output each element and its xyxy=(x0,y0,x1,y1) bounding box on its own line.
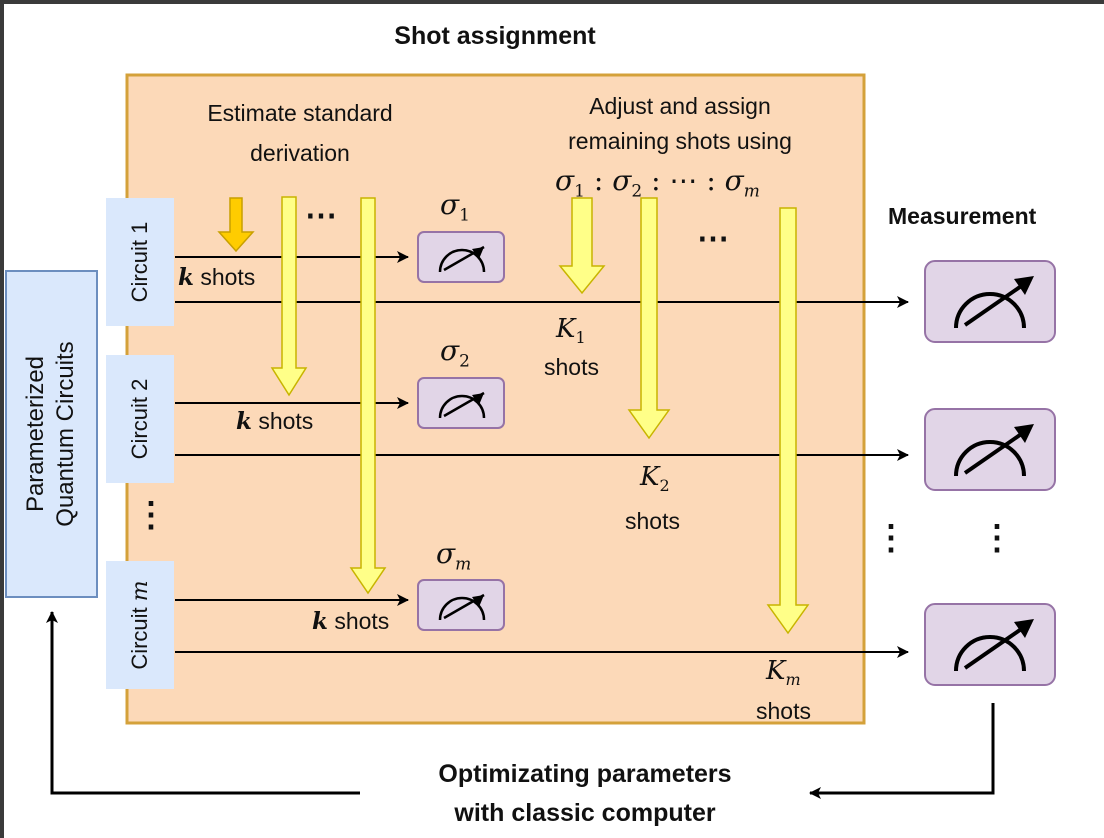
down-arrow-icon xyxy=(270,196,308,397)
optimize-label-line2: with classic computer xyxy=(454,799,716,827)
estimate-label-line1: Estimate standard xyxy=(207,100,393,126)
estimate-label-line2: derivation xyxy=(250,140,350,166)
meter-icon xyxy=(924,408,1056,491)
K-2-shots: shots xyxy=(625,508,680,534)
ratio-formula: σ1 : σ2 : ⋯ : σm xyxy=(555,164,760,202)
K-1-shots: shots xyxy=(544,354,599,380)
measurement-label: Measurement xyxy=(888,203,1037,229)
k-shots-label-m: k shots xyxy=(312,608,390,635)
sigma-m-label: σm xyxy=(436,537,472,575)
circuit-2-label: Circuit 2 xyxy=(127,378,152,460)
feedback-left-line xyxy=(46,611,360,795)
k-shots-label-1: k shots xyxy=(178,264,256,291)
adjust-label-line1: Adjust and assign xyxy=(589,93,771,119)
pqc-label-line1: Parameterized xyxy=(22,355,49,513)
K-1-label: K1 xyxy=(556,314,586,348)
pqc-box xyxy=(5,270,98,598)
circuit-ellipsis: ⋮ xyxy=(134,496,168,534)
circuit-m-label: Circuit m xyxy=(127,580,153,670)
circuit-1-label: Circuit 1 xyxy=(127,221,152,303)
meter-icon xyxy=(417,231,505,283)
circuit-1-box xyxy=(106,198,174,326)
sigma-1-label: σ1 xyxy=(440,188,470,226)
frame-border-top xyxy=(0,0,1104,4)
down-arrow-icon xyxy=(349,197,387,595)
K-2-label: K2 xyxy=(640,462,670,496)
meter-icon xyxy=(417,579,505,631)
optimize-label-line1: Optimizating parameters xyxy=(438,760,732,788)
pqc-label: Parameterized Quantum Circuits xyxy=(22,271,79,597)
K-m-label: Km xyxy=(766,656,801,690)
pqc-label-line2: Quantum Circuits xyxy=(52,341,79,527)
meter-icon xyxy=(924,603,1056,686)
measurement-ellipsis-right: ⋮ xyxy=(980,519,1014,557)
panel-title: Shot assignment xyxy=(394,22,596,50)
meter-icon xyxy=(924,260,1056,343)
sigma-2-label: σ2 xyxy=(440,334,470,372)
down-arrow-icon xyxy=(766,207,810,635)
down-arrow-icon xyxy=(558,197,606,295)
K-m-shots: shots xyxy=(756,698,811,724)
k-shots-label-2: k shots xyxy=(236,408,314,435)
frame-border-left xyxy=(0,0,4,838)
down-arrow-icon xyxy=(217,197,255,253)
meter-icon xyxy=(417,377,505,429)
estimate-ellipsis: ⋯ xyxy=(305,197,337,233)
assign-ellipsis: ⋯ xyxy=(697,220,729,256)
down-arrow-icon xyxy=(627,197,671,440)
adjust-label-line2: remaining shots using xyxy=(568,128,792,154)
measurement-ellipsis-left: ⋮ xyxy=(874,519,908,557)
circuit-m-box xyxy=(106,561,174,689)
circuit-2-box xyxy=(106,355,174,483)
feedback-right-line xyxy=(809,703,995,799)
